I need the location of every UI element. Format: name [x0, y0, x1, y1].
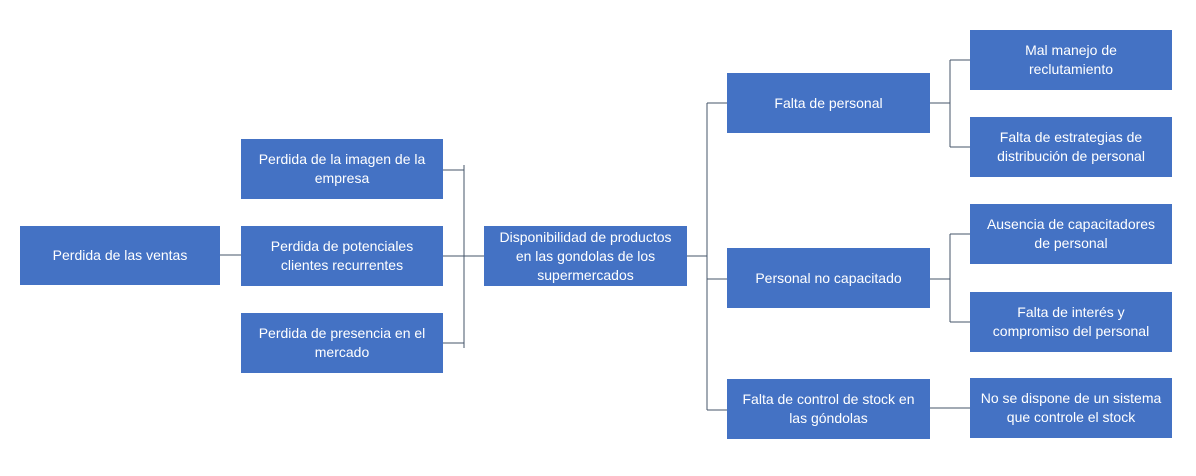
effect-box-market: Perdida de presencia en el mercado: [241, 313, 443, 373]
subcause-box-distribution: Falta de estrategias de distribución de …: [970, 117, 1172, 177]
central-problem-box: Disponibilidad de productos en las gondo…: [484, 226, 687, 286]
subcause-box-system: No se dispone de un sistema que controle…: [970, 378, 1172, 438]
subcause-box-recruitment: Mal manejo de reclutamiento: [970, 30, 1172, 90]
effect-box-clients: Perdida de potenciales clientes recurren…: [241, 226, 443, 286]
subcause-box-trainers: Ausencia de capacitadores de personal: [970, 204, 1172, 264]
subcause-box-interest: Falta de interés y compromiso del person…: [970, 292, 1172, 352]
cause-box-staff: Falta de personal: [727, 73, 930, 133]
root-effect-box: Perdida de las ventas: [20, 226, 220, 285]
cause-box-training: Personal no capacitado: [727, 248, 930, 308]
effect-box-image: Perdida de la imagen de la empresa: [241, 139, 443, 199]
cause-box-stock: Falta de control de stock en las góndola…: [727, 379, 930, 439]
